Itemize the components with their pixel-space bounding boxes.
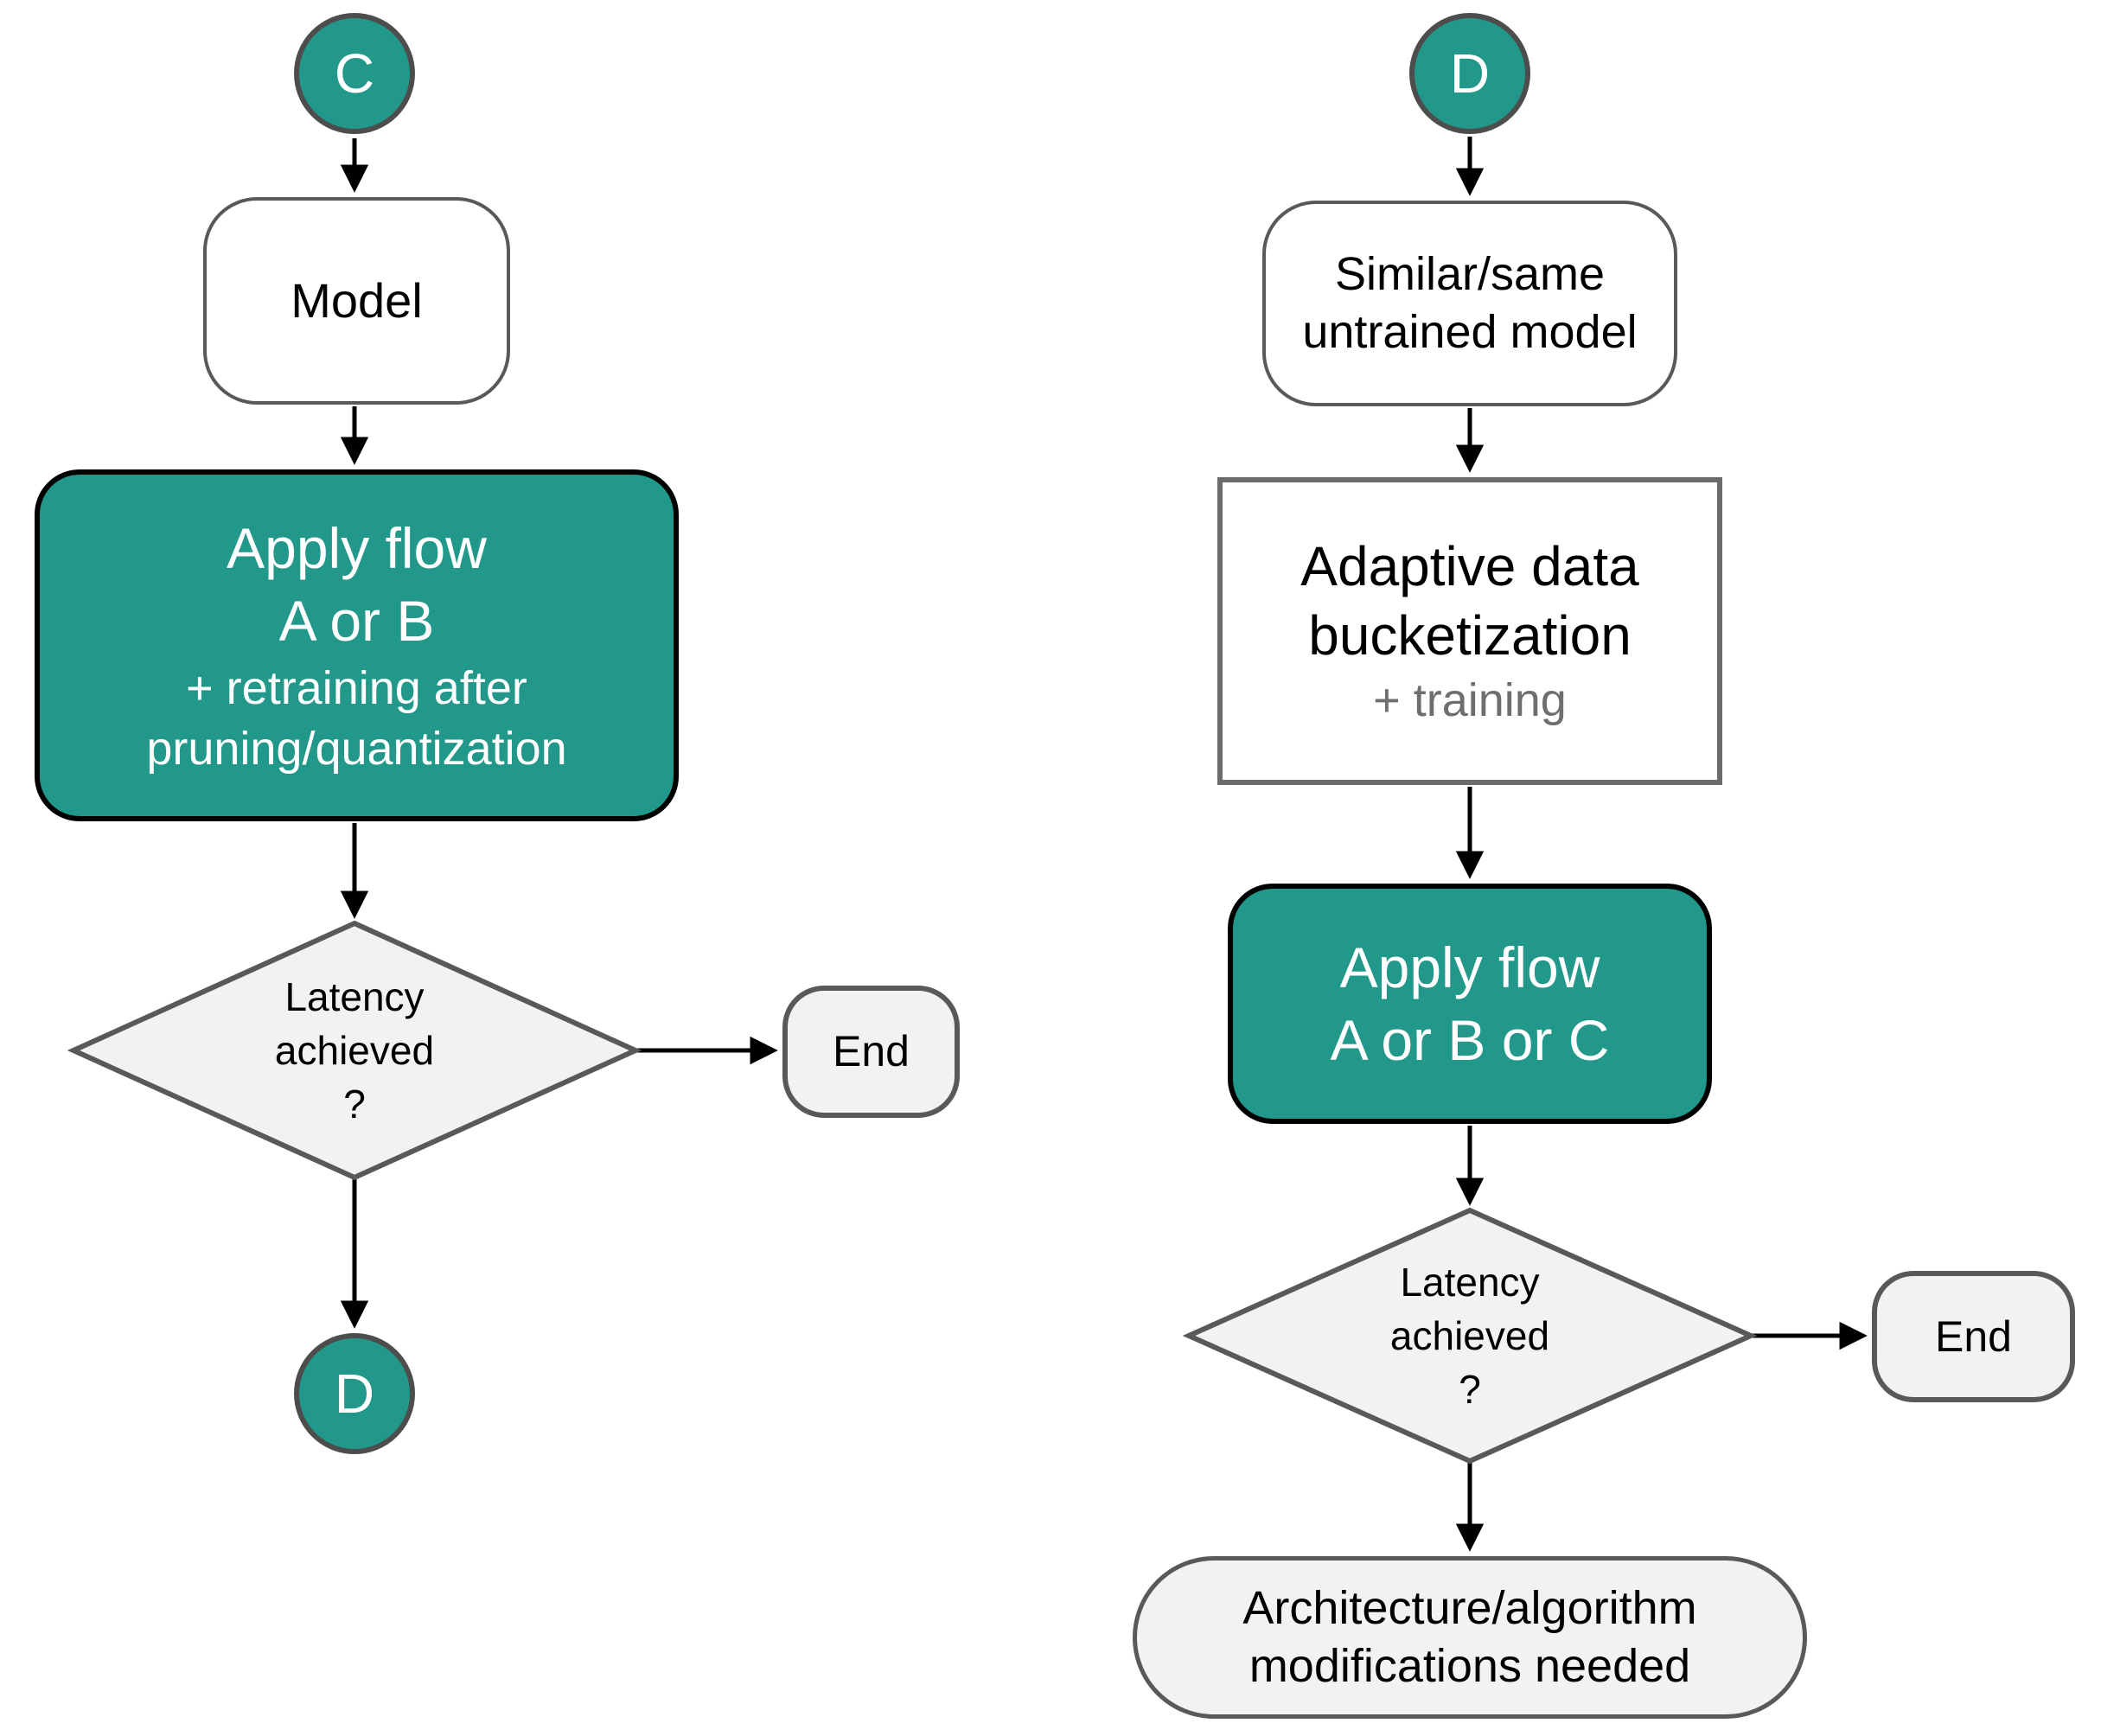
apply-ab-line-4: pruning/quantization xyxy=(146,722,567,775)
start-connector-c-label: C xyxy=(334,42,375,105)
decision-d-line-3: ? xyxy=(1459,1367,1481,1413)
bucketization-line-2: bucketization xyxy=(1308,603,1632,667)
end-node-flow-d-label: End xyxy=(1935,1312,2012,1361)
start-connector-d: D xyxy=(1409,13,1530,134)
apply-ab-line-3: + retraining after xyxy=(186,661,527,714)
untrained-model-line-1: Similar/same xyxy=(1334,247,1606,300)
fallback-line-2: modifications needed xyxy=(1248,1640,1691,1692)
model-node: Model xyxy=(203,197,510,405)
connector-to-flow-d-label: D xyxy=(334,1363,375,1425)
end-node-flow-d: End xyxy=(1872,1271,2075,1402)
apply-abc-line-1: Apply flow xyxy=(1339,935,1600,999)
end-node-flow-c-label: End xyxy=(833,1027,910,1076)
decision-diamond-flow-c xyxy=(67,920,642,1181)
model-node-label: Model xyxy=(291,273,423,328)
connector-to-flow-d: D xyxy=(294,1333,415,1454)
decision-c-line-1: Latency xyxy=(284,973,425,1019)
latency-achieved-decision-c: Latency achieved ? xyxy=(73,923,635,1178)
decision-d-line-1: Latency xyxy=(1400,1259,1540,1305)
decision-c-line-2: achieved xyxy=(274,1027,435,1073)
apply-flow-a-b-or-c-node: Apply flow A or B or C xyxy=(1228,884,1712,1124)
untrained-model-node: Similar/same untrained model xyxy=(1262,201,1677,406)
start-connector-c: C xyxy=(294,13,415,134)
decision-c-line-3: ? xyxy=(343,1082,366,1127)
untrained-model-line-2: untrained model xyxy=(1302,306,1638,358)
start-connector-d-label: D xyxy=(1449,42,1491,105)
apply-abc-line-2: A or B or C xyxy=(1330,1008,1610,1072)
architecture-modifications-node: Architecture/algorithm modifications nee… xyxy=(1133,1556,1807,1719)
apply-ab-line-1: Apply flow xyxy=(227,515,487,580)
adaptive-bucketization-node: Adaptive data bucketization + training xyxy=(1217,477,1722,785)
apply-flow-a-or-b-node: Apply flow A or B + retraining after pru… xyxy=(35,469,679,821)
end-node-flow-c: End xyxy=(782,986,960,1118)
bucketization-line-1: Adaptive data xyxy=(1300,534,1639,597)
fallback-line-1: Architecture/algorithm xyxy=(1242,1581,1697,1634)
apply-ab-line-2: A or B xyxy=(278,589,435,654)
decision-d-line-2: achieved xyxy=(1389,1312,1550,1358)
latency-achieved-decision-d: Latency achieved ? xyxy=(1189,1210,1751,1461)
bucketization-line-3: + training xyxy=(1373,673,1567,726)
decision-diamond-flow-d xyxy=(1182,1207,1758,1465)
